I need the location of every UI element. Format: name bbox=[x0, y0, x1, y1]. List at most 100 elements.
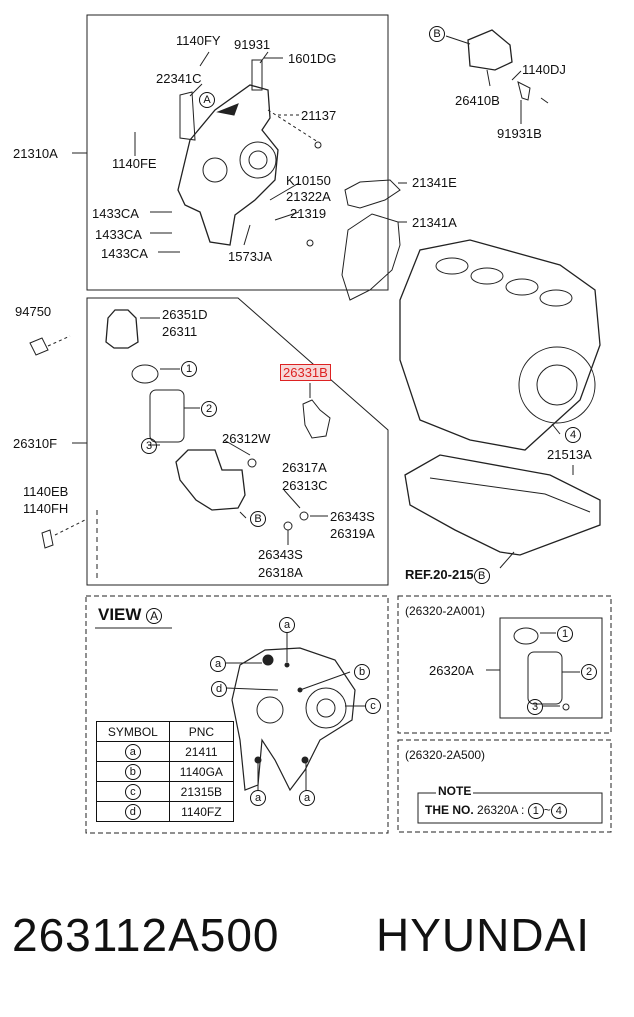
label-26310F: 26310F bbox=[13, 436, 58, 451]
table-row: b 1140GA bbox=[96, 761, 235, 782]
label-1573JA: 1573JA bbox=[228, 249, 273, 264]
part-number: 263112A500 bbox=[12, 909, 280, 961]
marker-a-left: a bbox=[210, 656, 226, 672]
filter-cap-shape bbox=[105, 309, 139, 349]
label-1140EB: 1140EB bbox=[23, 484, 69, 499]
kit1-badge-2: 2 bbox=[581, 664, 597, 680]
engine-block-shape bbox=[399, 239, 601, 451]
symbol-letter: a bbox=[124, 743, 141, 760]
marker-d: d bbox=[211, 681, 227, 697]
label-22341C: 22341C bbox=[156, 71, 202, 86]
symbol-pnc-table: SYMBOL PNC a 21411 b 1140GA c 21315B d 1… bbox=[96, 721, 235, 822]
label-1433CA-2: 1433CA bbox=[95, 227, 142, 242]
symbol-letter: c bbox=[124, 783, 141, 800]
label-21319: 21319 bbox=[290, 206, 327, 221]
kit1-num-1: 1 bbox=[557, 626, 573, 642]
gasket-upper bbox=[344, 179, 401, 209]
marker-d-letter: d bbox=[211, 681, 227, 697]
label-1140FH: 1140FH bbox=[23, 501, 69, 516]
num-3-badge: 3 bbox=[141, 438, 157, 454]
num-1-marker: 1 bbox=[181, 361, 197, 377]
marker-a-letter: a bbox=[210, 656, 226, 672]
view-title-text: VIEW bbox=[98, 605, 142, 624]
gasket-lower bbox=[341, 213, 401, 301]
label-21322A: 21322A bbox=[286, 189, 331, 204]
num-4-badge: 4 bbox=[565, 427, 581, 443]
kit1-title: (26320-2A001) bbox=[405, 604, 486, 618]
filter-housing-shape bbox=[175, 449, 246, 511]
table-row: d 1140FZ bbox=[96, 801, 235, 822]
marker-a-letter: a bbox=[299, 790, 315, 806]
brand-name: HYUNDAI bbox=[376, 909, 591, 961]
label-26313C: 26313C bbox=[282, 478, 328, 493]
kit1-num-2: 2 bbox=[581, 664, 597, 680]
label-K10150: K10150 bbox=[286, 173, 331, 188]
label-21310A: 21310A bbox=[13, 146, 58, 161]
marker-b: b bbox=[354, 664, 370, 680]
label-21513A: 21513A bbox=[547, 447, 592, 462]
num-2-marker: 2 bbox=[201, 401, 217, 417]
label-26319A: 26319A bbox=[330, 526, 375, 541]
callout-b-letter-2: B bbox=[250, 511, 266, 527]
table-row: a 21411 bbox=[96, 741, 235, 762]
oil-pan-shape bbox=[404, 454, 601, 556]
filter-element-shape bbox=[149, 389, 185, 443]
symbol-cell: c bbox=[96, 781, 170, 802]
note-from-badge: 1 bbox=[527, 803, 544, 819]
marker-a-bottom-2: a bbox=[299, 790, 315, 806]
label-26312W: 26312W bbox=[222, 431, 271, 446]
pnc-cell: 21411 bbox=[168, 741, 235, 762]
kit1-code: 26320A bbox=[429, 663, 474, 678]
label-1140FE: 1140FE bbox=[112, 156, 157, 171]
label-26331B: 26331B bbox=[280, 364, 331, 381]
label-26343S-2: 26343S bbox=[258, 547, 303, 562]
note-code: 26320A : bbox=[477, 803, 525, 817]
callout-b-marker: B bbox=[429, 26, 445, 42]
label-21341E: 21341E bbox=[412, 175, 457, 190]
view-title-letter: A bbox=[146, 608, 163, 624]
symbol-letter: b bbox=[124, 763, 141, 780]
label-26317A: 26317A bbox=[282, 460, 327, 475]
ref-b-letter: B bbox=[473, 568, 490, 584]
pnc-cell: 21315B bbox=[168, 781, 235, 802]
label-1601DG: 1601DG bbox=[288, 51, 337, 66]
label-26351D: 26351D bbox=[162, 307, 208, 322]
filter-panel-frame bbox=[86, 297, 389, 586]
label-26410B: 26410B bbox=[455, 93, 500, 108]
label-26343S-1: 26343S bbox=[330, 509, 375, 524]
kit-26320-2A500-frame bbox=[397, 739, 612, 833]
marker-b-letter: b bbox=[354, 664, 370, 680]
marker-a-top: a bbox=[279, 617, 295, 633]
table-header-pnc: PNC bbox=[168, 721, 235, 742]
view-a-cover-shape bbox=[231, 647, 356, 792]
pnc-cell: 1140GA bbox=[168, 761, 235, 782]
kit1-badge-1: 1 bbox=[557, 626, 573, 642]
num-3-marker: 3 bbox=[141, 438, 157, 454]
label-91931B: 91931B bbox=[497, 126, 542, 141]
marker-c-letter: c bbox=[365, 698, 381, 714]
view-a-panel-frame bbox=[85, 595, 389, 834]
kit-inner-frame bbox=[499, 617, 603, 719]
kit2-title: (26320-2A500) bbox=[405, 748, 486, 762]
label-1140FY: 1140FY bbox=[176, 33, 221, 48]
table-header-row: SYMBOL PNC bbox=[96, 721, 235, 742]
label-94750: 94750 bbox=[15, 304, 52, 319]
callout-a-letter: A bbox=[199, 92, 215, 108]
marker-c: c bbox=[365, 698, 381, 714]
marker-a-letter: a bbox=[250, 790, 266, 806]
pnc-cell: 1140FZ bbox=[168, 801, 235, 822]
symbol-cell: a bbox=[96, 741, 170, 762]
label-1433CA-1: 1433CA bbox=[92, 206, 139, 221]
num-4-marker: 4 bbox=[565, 427, 581, 443]
label-21341A: 21341A bbox=[412, 215, 457, 230]
gasket-26331B-shape bbox=[302, 399, 331, 439]
kit-26320-2A001-frame bbox=[397, 595, 612, 734]
label-26331B-highlighted: 26331B bbox=[280, 364, 331, 381]
bracket-shape bbox=[467, 29, 513, 71]
kit1-num-3: 3 bbox=[527, 699, 543, 715]
label-26311: 26311 bbox=[162, 324, 198, 339]
ref-prefix: REF.20-215 bbox=[405, 567, 474, 582]
label-1140DJ: 1140DJ bbox=[522, 62, 566, 77]
